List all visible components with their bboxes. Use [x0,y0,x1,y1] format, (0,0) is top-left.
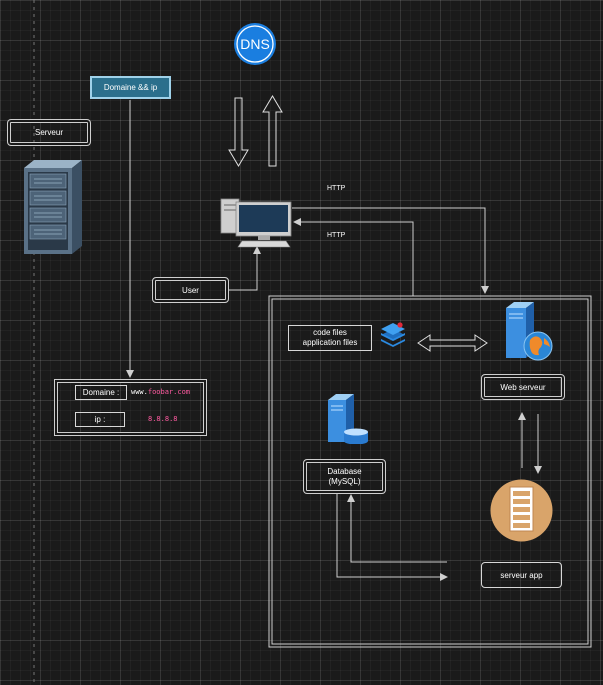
connector-domaine-to-record [126,100,134,378]
app-to-database-arrows [336,494,448,581]
domaine-ip-box[interactable]: Domaine && ip [90,76,171,99]
domaine-foobar: foobar.com [147,388,191,396]
serveur-app-label: serveur app [500,570,543,580]
layers-icon [379,321,407,351]
http-request-label: HTTP [327,185,346,192]
domaine-value: www.foobar.com [131,388,190,396]
code-to-webserver-arrow [417,334,488,352]
database-line2: (MySQL) [328,476,361,486]
serveur-label-box[interactable]: Serveur [7,119,91,146]
server-container [268,295,592,648]
app-server-icon [490,479,553,542]
ip-label: ip : [94,415,106,424]
domaine-prefix: www. [131,388,148,396]
code-files-line2: application files [302,338,358,347]
connector-user-to-computer [228,246,261,291]
web-server-icon [502,300,554,362]
dns-response-arrow [262,95,283,167]
database-box[interactable]: Database (MySQL) [303,459,386,494]
serveur-label: Serveur [34,128,63,137]
code-files-line1: code files [313,328,347,337]
web-serveur-box[interactable]: Web serveur [481,374,565,400]
dns-record-box: Domaine : www.foobar.com ip : 8.8.8.8 [54,379,207,436]
database-icon [326,392,370,445]
http-response-label: HTTP [327,232,346,239]
user-box[interactable]: User [152,277,229,303]
dns-label: DNS [240,36,270,52]
ip-value: 8.8.8.8 [148,415,178,423]
domaine-label: Domaine : [82,388,120,397]
domaine-label-box: Domaine : [75,385,127,400]
code-files-box[interactable]: code files application files [288,325,372,351]
dns-icon[interactable]: DNS [233,22,277,66]
webserver-to-app-arrows [518,412,542,474]
server-rack-icon [22,160,82,254]
dns-request-arrow [228,97,249,167]
http-response-arrow [293,218,414,296]
computer-icon [220,197,292,249]
serveur-app-box[interactable]: serveur app [481,562,562,588]
ip-label-box: ip : [75,412,125,427]
web-serveur-label: Web serveur [500,382,546,392]
database-line1: Database [327,466,362,476]
http-request-arrow [292,207,489,294]
user-label: User [182,285,199,295]
domaine-ip-label: Domaine && ip [103,83,158,92]
